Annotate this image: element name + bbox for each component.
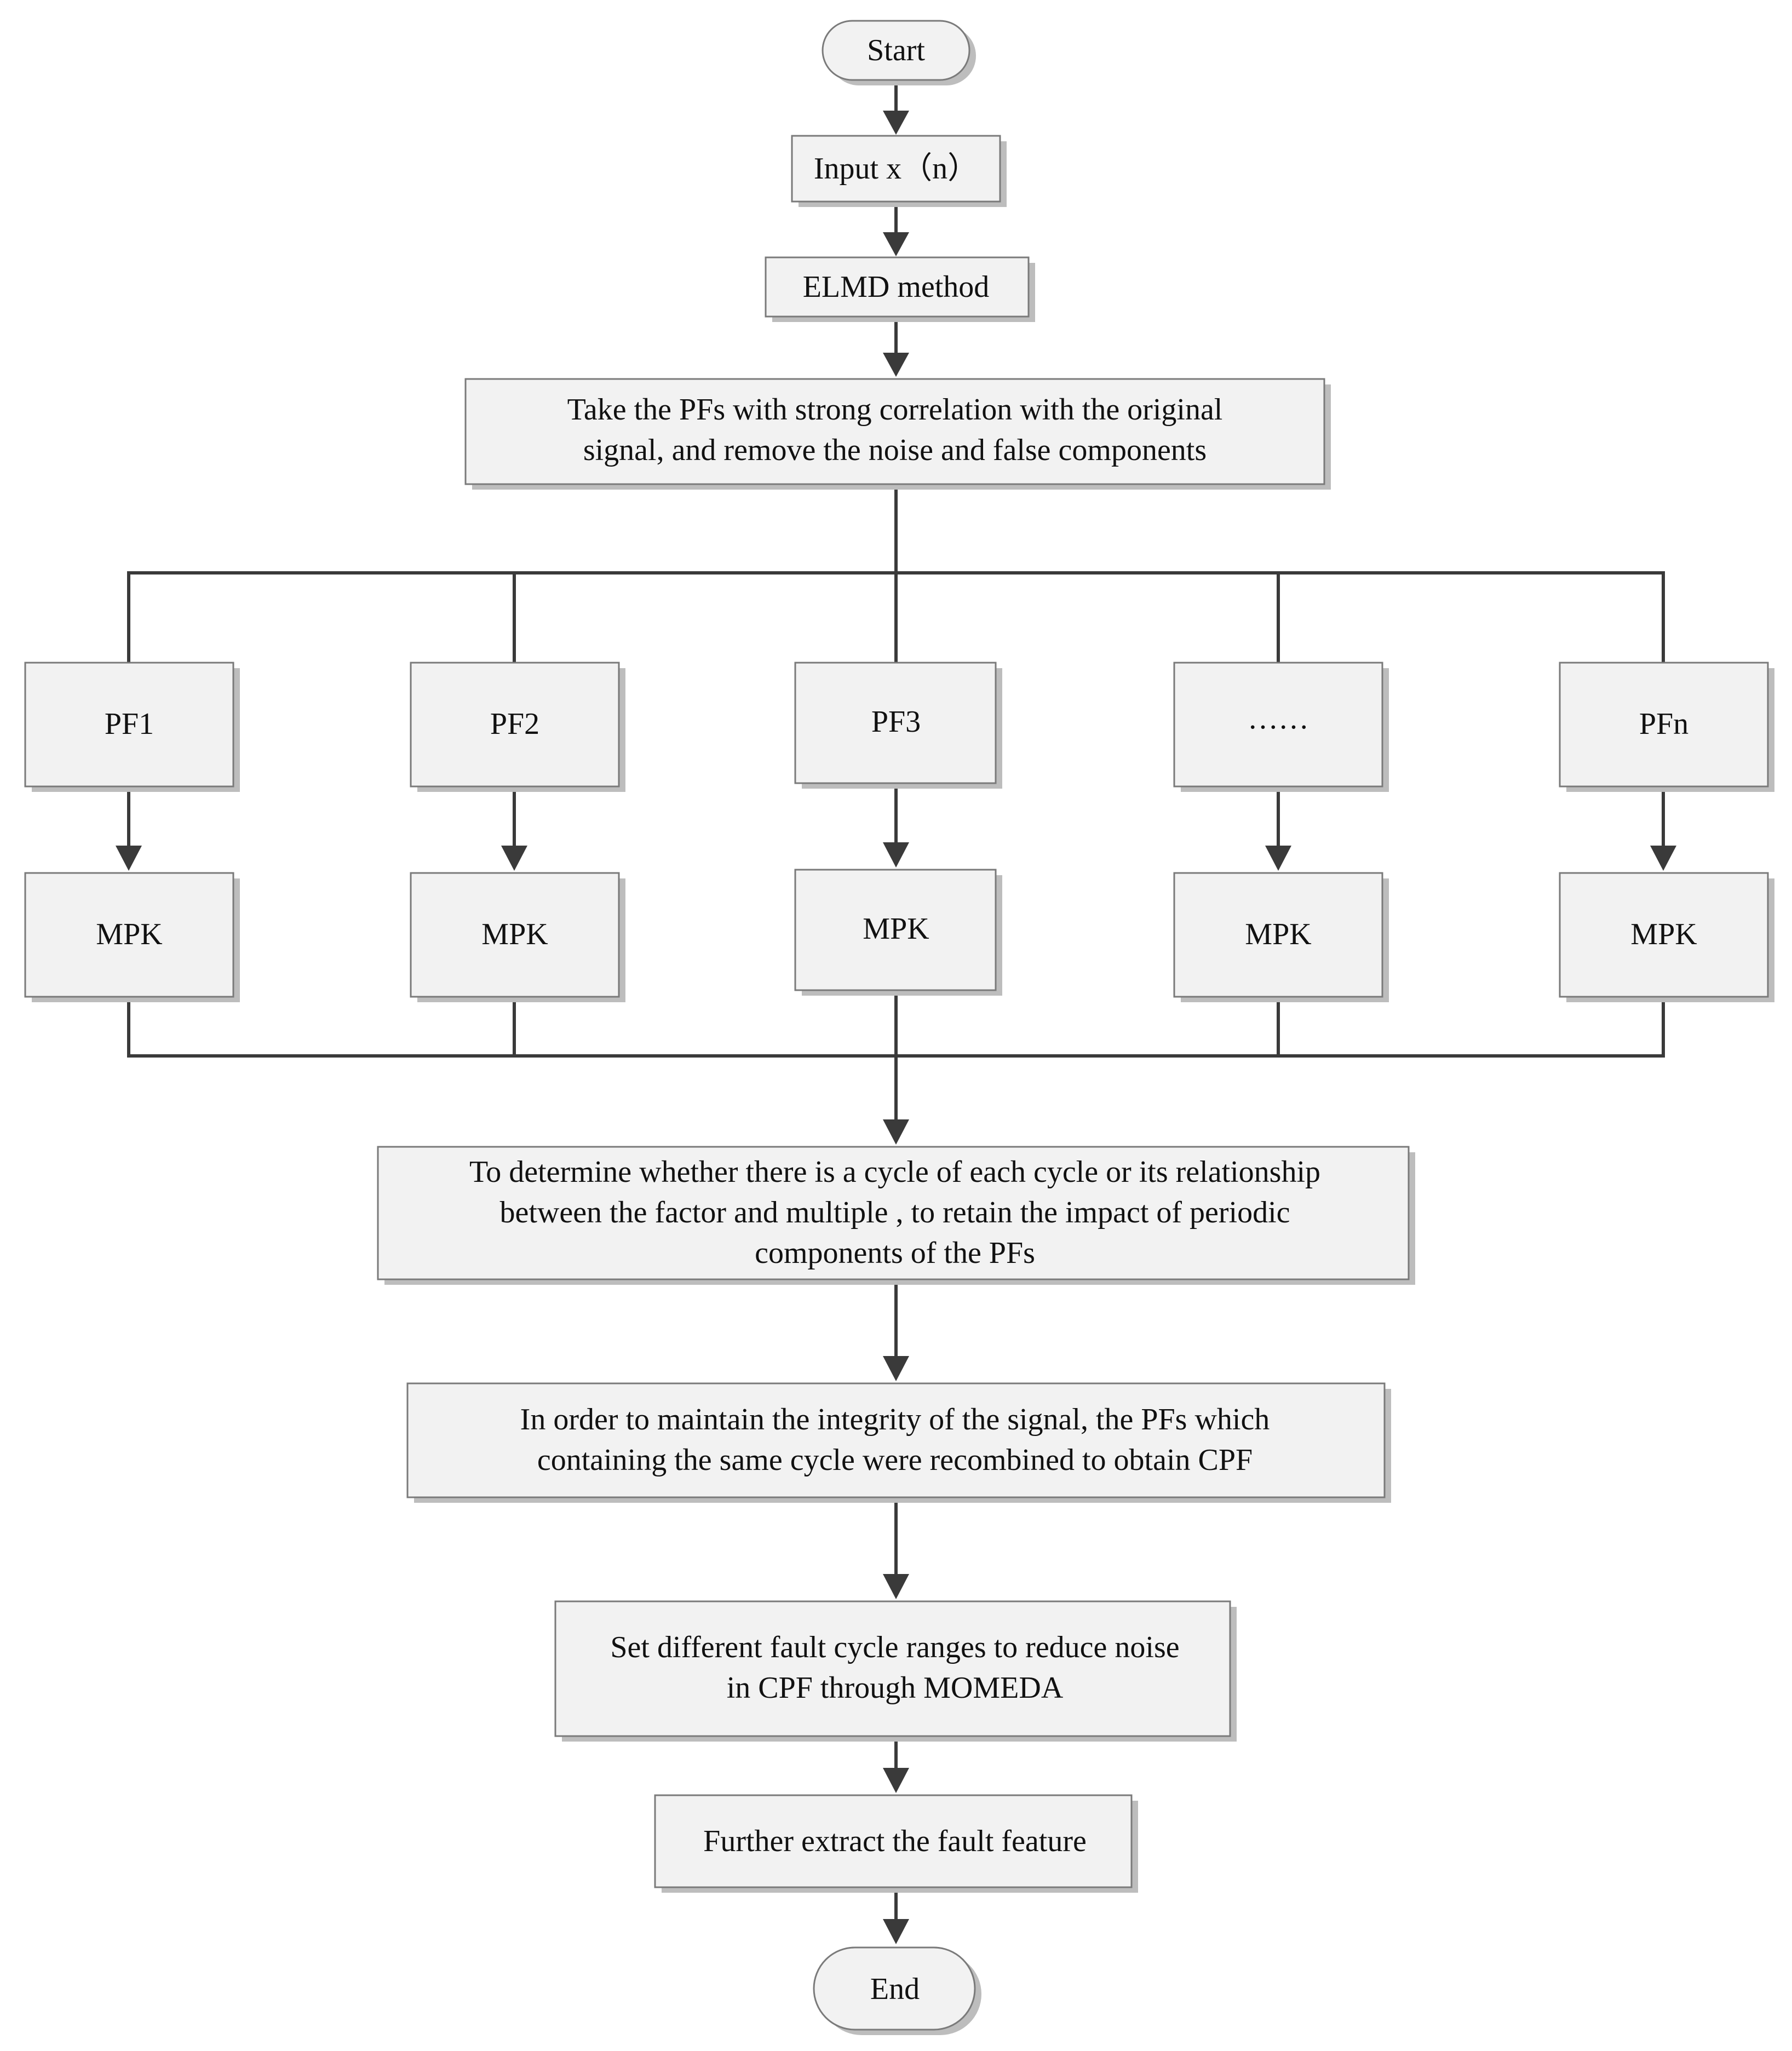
arrowhead-input	[883, 111, 909, 135]
recombine-line-2: containing the same cycle were recombine…	[537, 1443, 1253, 1477]
momeda-line-1: Set different fault cycle ranges to redu…	[610, 1630, 1179, 1664]
elmd-node: ELMD method	[765, 256, 1035, 322]
select-pfs-line-1: Take the PFs with strong correlation wit…	[567, 393, 1223, 427]
input-label: Input x（n）	[814, 152, 978, 186]
connectors	[116, 78, 1676, 1944]
arrowhead-mpk4	[1265, 846, 1291, 871]
mpk1-label: MPK	[96, 917, 162, 951]
arrowhead-recombine	[883, 1356, 909, 1381]
arrowhead-select	[883, 353, 909, 377]
ellipsis-label: ……	[1248, 702, 1309, 736]
pf2-label: PF2	[490, 707, 539, 741]
mpk5-label: MPK	[1630, 917, 1697, 951]
pfn-label: PFn	[1639, 707, 1688, 741]
mpk2-label: MPK	[481, 917, 548, 951]
determine-cycle-line-3: components of the PFs	[755, 1236, 1035, 1270]
mpk2-node: MPK	[410, 872, 625, 1002]
mpk1-node: MPK	[24, 872, 240, 1002]
mpk3-label: MPK	[863, 912, 929, 946]
arrowhead-mpk2	[501, 846, 527, 871]
arrowhead-mpk1	[116, 846, 142, 871]
arrowhead-mpk3	[883, 842, 909, 867]
pf3-label: PF3	[871, 705, 921, 739]
mpk4-node: MPK	[1173, 872, 1389, 1002]
start-node: Start	[822, 20, 976, 85]
mpk5-node: MPK	[1559, 872, 1774, 1002]
arrowhead-end	[883, 1919, 909, 1944]
pf2-node: PF2	[410, 662, 625, 792]
momeda-node: Set different fault cycle ranges to redu…	[554, 1600, 1237, 1742]
extract-node: Further extract the fault feature	[654, 1794, 1138, 1893]
end-label: End	[870, 1972, 920, 2006]
select-pfs-node: Take the PFs with strong correlation wit…	[464, 378, 1331, 490]
pf1-node: PF1	[24, 662, 240, 792]
arrowhead-mpk5	[1650, 846, 1676, 871]
mpk3-node: MPK	[794, 869, 1002, 996]
recombine-node: In order to maintain the integrity of th…	[406, 1382, 1391, 1503]
momeda-line-2: in CPF through MOMEDA	[727, 1671, 1064, 1705]
end-node: End	[813, 1946, 981, 2035]
arrowhead-momeda	[883, 1574, 909, 1599]
start-label: Start	[867, 33, 925, 67]
arrowhead-elmd	[883, 232, 909, 256]
arrowhead-extract	[883, 1768, 909, 1793]
input-node: Input x（n）	[791, 135, 1007, 207]
determine-cycle-line-2: between the factor and multiple , to ret…	[499, 1196, 1290, 1230]
determine-cycle-node: To determine whether there is a cycle of…	[377, 1146, 1415, 1285]
pfn-node: PFn	[1559, 662, 1774, 792]
arrowhead-determine	[883, 1119, 909, 1145]
pf3-node: PF3	[794, 662, 1002, 789]
determine-cycle-line-1: To determine whether there is a cycle of…	[469, 1155, 1320, 1189]
elmd-label: ELMD method	[803, 270, 990, 304]
recombine-line-1: In order to maintain the integrity of th…	[520, 1403, 1270, 1437]
mpk4-label: MPK	[1245, 917, 1311, 951]
ellipsis-node: ……	[1173, 662, 1389, 792]
select-pfs-line-2: signal, and remove the noise and false c…	[583, 433, 1207, 467]
extract-label: Further extract the fault feature	[703, 1824, 1087, 1858]
pf1-label: PF1	[105, 707, 154, 741]
